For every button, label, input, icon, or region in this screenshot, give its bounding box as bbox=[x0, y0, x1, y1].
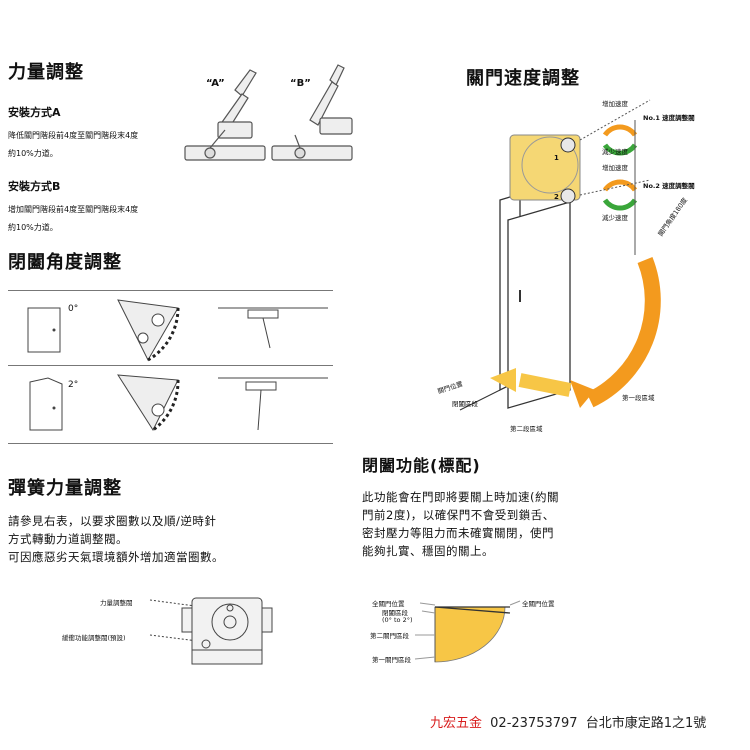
spring-valve-illustration bbox=[149, 597, 273, 665]
latch-line-4: 能夠扎實、穩固的關上。 bbox=[362, 544, 494, 558]
footer-phone: 02-23753797 bbox=[490, 716, 578, 731]
label-a: “A” bbox=[206, 78, 225, 89]
latch-line-1: 此功能會在門即將要關上時加速(約關 bbox=[362, 490, 559, 504]
valve-num-1: 1 bbox=[554, 154, 559, 162]
method-b-desc-2: 約10%力道。 bbox=[8, 223, 58, 232]
force-title: 力量調整 bbox=[8, 62, 84, 83]
closer-install-illustration bbox=[184, 64, 353, 161]
full-closed-left-label: 全關門位置 bbox=[372, 600, 405, 608]
stage-2-label: 第二段區域 bbox=[510, 425, 543, 433]
latch-zone-label: 閉闔區段 bbox=[382, 609, 408, 617]
increase-speed-2: 增加速度 bbox=[602, 164, 628, 172]
latch-line-3: 密封壓力等阻力而未確實關閉，使門 bbox=[362, 526, 554, 540]
valve-1-label: No.1 速度調整閥 bbox=[643, 114, 695, 122]
latch-title: 閉闔功能(標配) bbox=[362, 456, 481, 475]
latch-range-label: (0° to 2°) bbox=[382, 616, 413, 624]
label-force-valve: 力量調整閥 bbox=[100, 599, 133, 607]
footer-company: 九宏五金 bbox=[430, 716, 483, 731]
method-b-title: 安裝方式B bbox=[8, 180, 61, 193]
angle-table-divider bbox=[8, 365, 333, 366]
increase-speed-1: 增加速度 bbox=[602, 100, 628, 108]
angle-table bbox=[8, 290, 333, 444]
full-closed-right-label: 全關門位置 bbox=[522, 600, 555, 608]
deg-2: 2° bbox=[68, 380, 79, 390]
stage-1-label: 第一段區域 bbox=[622, 394, 655, 402]
spring-line-1: 請參見右表，以要求圈數以及順/逆時針 bbox=[8, 514, 217, 528]
latch-line-2: 門前2度)，以確保門不會受到鎖舌、 bbox=[362, 508, 555, 522]
deg-0: 0° bbox=[68, 304, 79, 314]
label-backcheck-valve: 緩衝功能調整閥(預設) bbox=[62, 634, 126, 642]
second-zone-label: 第二關門區段 bbox=[370, 632, 409, 640]
speed-diagram bbox=[459, 99, 661, 411]
decrease-speed-2: 減少速度 bbox=[602, 214, 628, 222]
spring-title: 彈簧力量調整 bbox=[8, 478, 122, 499]
footer-address: 台北市康定路1之1號 bbox=[585, 716, 707, 731]
decrease-speed-1: 減少速度 bbox=[602, 148, 628, 156]
angle-illustrations bbox=[27, 299, 328, 432]
valve-num-2: 2 bbox=[554, 193, 559, 201]
footer: 九宏五金 02-23753797 台北市康定路1之1號 bbox=[430, 712, 706, 731]
first-zone-label: 第一關門區段 bbox=[372, 656, 411, 664]
spring-line-2: 方式轉動力道調整閥。 bbox=[8, 532, 128, 546]
spring-line-3: 可因應惡劣天氣環境額外增加適當圈數。 bbox=[8, 550, 224, 564]
method-a-desc-2: 約10%力道。 bbox=[8, 149, 58, 158]
label-b: “B” bbox=[290, 78, 311, 89]
close-zone-label: 閉闔區段 bbox=[452, 400, 478, 408]
method-a-title: 安裝方式A bbox=[8, 106, 61, 119]
latch-diagram bbox=[414, 600, 521, 663]
valve-2-label: No.2 速度調整閥 bbox=[643, 182, 695, 190]
speed-title: 關門速度調整 bbox=[466, 68, 580, 89]
method-b-desc-1: 增加關門階段前4度至關門階段末4度 bbox=[8, 205, 139, 214]
method-a-desc-1: 降低關門階段前4度至關門階段末4度 bbox=[8, 131, 139, 140]
angle-title: 閉闔角度調整 bbox=[8, 252, 122, 273]
